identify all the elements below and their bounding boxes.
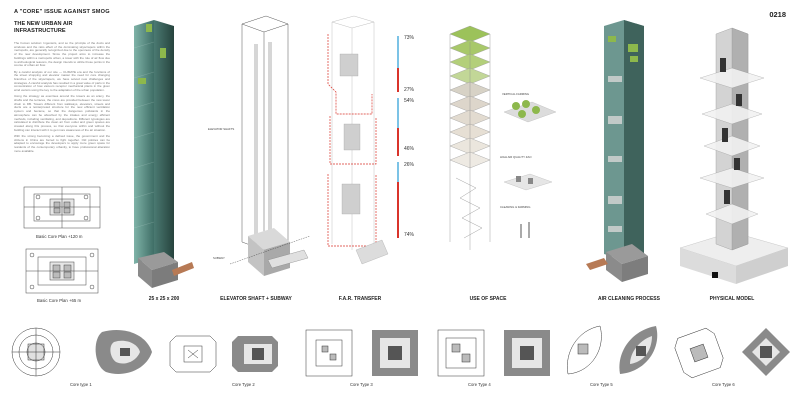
core-type-2-label: Core Type 2	[232, 382, 255, 387]
far-transfer-diagram	[327, 15, 389, 265]
anno-vertical-farming: VERTICAL FARMING	[502, 92, 530, 96]
tower-render	[133, 20, 194, 288]
body-paragraph: By a careful analysis of our site — CLIM…	[14, 69, 110, 93]
far-pct-3: 54%	[404, 98, 415, 104]
core-type-1-label: Core type 1	[70, 382, 92, 387]
core-type-3-plan	[305, 329, 418, 377]
body-paragraph: The human solution: Ingenieris, and so t…	[14, 41, 110, 68]
core-type-5-label: Core Type 5	[590, 382, 613, 387]
panel-label-massing: 25 x 25 x 200	[148, 296, 180, 302]
core-plan-120m	[23, 186, 101, 229]
core-type-6-plan	[674, 327, 790, 379]
far-ratio-bars	[397, 36, 399, 238]
core-plan-65m	[25, 248, 99, 294]
body-paragraph: With the strong becoming a defined issue…	[14, 133, 110, 153]
core-type-4-plan	[437, 329, 550, 377]
panel-label-physical-model: PHYSICAL MODEL	[709, 296, 755, 302]
core-type-5-plan	[567, 325, 658, 375]
anno-elevator-shafts: ELEVATOR SHAFTS	[208, 127, 235, 131]
far-pct-5: 26%	[404, 162, 415, 168]
anno-cleaning-farming: CLEANING & FARMING	[500, 205, 531, 209]
core-type-6-label: Core Type 6	[712, 382, 735, 387]
poster-kicker: A "CORE" ISSUE AGAINST SMOG	[14, 9, 110, 15]
core-type-4-label: Core Type 4	[468, 382, 491, 387]
body-text: The human solution: Ingenieris, and so t…	[14, 41, 110, 156]
panel-label-use-of-space: USE OF SPACE	[469, 296, 507, 302]
core-type-2-plan	[169, 335, 278, 373]
page-number: 0218	[769, 10, 786, 19]
core-type-3-label: Core Type 3	[350, 382, 373, 387]
use-of-space-diagram	[449, 25, 557, 250]
air-cleaning-render	[586, 20, 648, 282]
far-pct-2: 27%	[404, 87, 415, 93]
anno-high-air-quality: HIGH AIR QUALITY ZAO	[500, 155, 532, 159]
panel-label-air-cleaning: AIR CLEANING PROCESS	[598, 296, 660, 302]
plan-label-65m: Basic Core Plan +65 m	[37, 298, 82, 303]
poster-subtitle: THE NEW URBAN AIR INFRASTRUCTURE	[14, 21, 73, 34]
far-pct-1: 73%	[404, 35, 415, 41]
body-paragraph: Using the strategy as exercises around t…	[14, 94, 110, 132]
plan-label-120m: Basic Core Plan +120 m	[36, 234, 83, 239]
elevator-shaft-diagram	[229, 15, 311, 276]
panel-label-elevator: ELEVATOR SHAFT + SUBWAY	[220, 296, 292, 302]
far-pct-6: 74%	[404, 232, 415, 238]
far-pct-4: 46%	[404, 146, 415, 152]
panel-label-far: F.A.R. TRANSFER	[338, 296, 382, 302]
physical-model-photo	[679, 27, 789, 284]
core-type-1-plan	[11, 327, 152, 377]
anno-subway: SUBWAY	[213, 256, 225, 260]
